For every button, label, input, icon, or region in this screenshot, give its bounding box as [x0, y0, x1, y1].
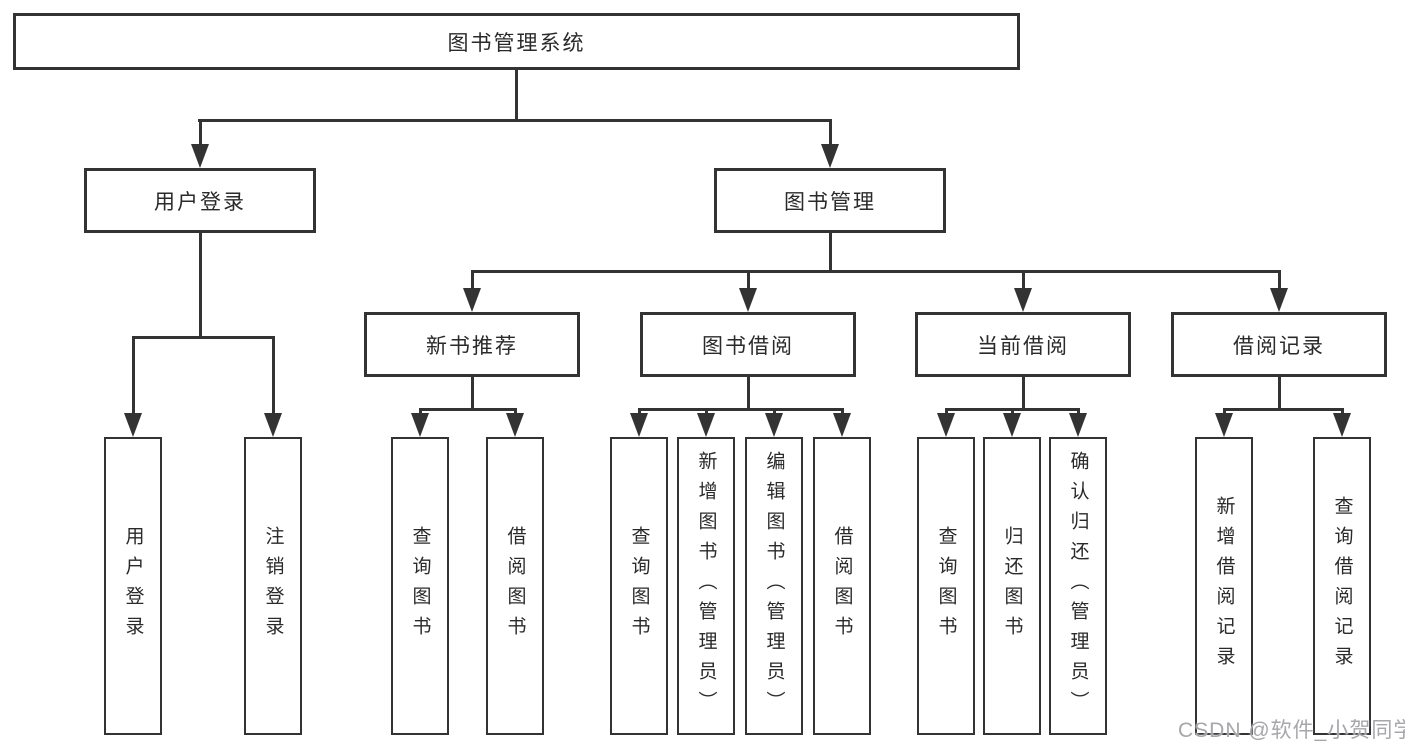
arrow-down-icon	[1003, 413, 1021, 437]
node-book-management: 图书管理	[714, 168, 946, 233]
arrow-down-icon	[630, 413, 648, 437]
arrow-down-icon	[463, 288, 481, 312]
leaf-borrow-books-recommend: 借阅图书	[486, 437, 544, 735]
connector-branch-user-login	[198, 119, 202, 146]
connector-records-hline	[1222, 408, 1344, 411]
connector-login-hline	[131, 336, 275, 339]
leaf-borrow-books-borrowing: 借阅图书	[813, 437, 871, 735]
connector-branch-book-mgmt	[828, 119, 832, 146]
leaf-query-books-recommend: 查询图书	[391, 437, 449, 735]
arrow-down-icon	[1069, 413, 1087, 437]
leaf-return-book-label: 归还图书	[1001, 526, 1023, 646]
connector-branch	[1222, 408, 1226, 415]
connector-records-stem	[1277, 377, 1281, 411]
leaf-add-borrow-record: 新增借阅记录	[1195, 437, 1253, 735]
connector-branch	[944, 408, 948, 415]
leaf-logout-label: 注销登录	[262, 526, 284, 646]
arrow-down-icon	[411, 413, 429, 437]
connector-branch	[637, 408, 641, 415]
leaf-borrow-books-borrowing-label: 借阅图书	[831, 526, 853, 646]
arrow-down-icon	[821, 144, 839, 168]
connector-borrowing-hline	[637, 408, 844, 411]
leaf-query-books-current: 查询图书	[917, 437, 975, 735]
leaf-query-books-recommend-label: 查询图书	[409, 526, 431, 646]
csdn-watermark: CSDN @软件_小贺同学	[1178, 719, 1405, 742]
node-current-borrowing: 当前借阅	[915, 312, 1131, 377]
node-book-borrowing: 图书借阅	[640, 312, 856, 377]
connector-branch	[418, 408, 422, 415]
node-borrowing-records: 借阅记录	[1171, 312, 1387, 377]
arrow-down-icon	[765, 413, 783, 437]
arrow-down-icon	[739, 288, 757, 312]
leaf-logout: 注销登录	[244, 437, 302, 735]
connector-branch	[704, 408, 708, 415]
connector-branch-current	[1021, 270, 1025, 290]
leaf-query-borrow-record: 查询借阅记录	[1313, 437, 1371, 735]
connector-recommend-stem	[470, 377, 474, 411]
connector-branch-leaf-login	[131, 336, 135, 415]
node-book-management-label: 图书管理	[784, 190, 876, 214]
arrow-down-icon	[833, 413, 851, 437]
leaf-return-book: 归还图书	[983, 437, 1041, 735]
node-new-book-recommend-label: 新书推荐	[426, 334, 518, 358]
arrow-down-icon	[264, 413, 282, 437]
connector-branch	[1076, 408, 1080, 415]
node-library-system: 图书管理系统	[13, 13, 1020, 70]
connector-current-stem	[1021, 377, 1025, 411]
node-borrowing-records-label: 借阅记录	[1233, 334, 1325, 358]
node-book-borrowing-label: 图书借阅	[702, 334, 794, 358]
connector-borrowing-stem	[746, 377, 750, 411]
leaf-user-login: 用户登录	[104, 437, 162, 735]
arrow-down-icon	[506, 413, 524, 437]
connector-branch-recommend	[470, 270, 474, 290]
connector-branch-borrowing	[746, 270, 750, 290]
leaf-query-books-borrowing-label: 查询图书	[628, 526, 650, 646]
connector-branch	[513, 408, 517, 415]
leaf-confirm-return-admin: 确认归还（管理员）	[1049, 437, 1107, 735]
leaf-query-borrow-record-label: 查询借阅记录	[1331, 496, 1353, 676]
leaf-query-books-borrowing: 查询图书	[610, 437, 668, 735]
connector-root-stem	[515, 70, 518, 121]
connector-login-stem	[198, 233, 202, 339]
arrow-down-icon	[937, 413, 955, 437]
leaf-edit-book-admin-label: 编辑图书（管理员）	[763, 451, 785, 721]
leaf-edit-book-admin: 编辑图书（管理员）	[745, 437, 803, 735]
connector-branch	[1340, 408, 1344, 415]
connector-branch	[1010, 408, 1014, 415]
arrow-down-icon	[1333, 413, 1351, 437]
connector-recommend-hline	[418, 408, 517, 411]
connector-level3-hline	[470, 270, 1281, 273]
node-current-borrowing-label: 当前借阅	[977, 334, 1069, 358]
connector-branch	[772, 408, 776, 415]
arrow-down-icon	[1215, 413, 1233, 437]
leaf-user-login-label: 用户登录	[122, 526, 144, 646]
leaf-add-book-admin-label: 新增图书（管理员）	[695, 451, 717, 721]
node-new-book-recommend: 新书推荐	[364, 312, 580, 377]
arrow-down-icon	[1014, 288, 1032, 312]
leaf-add-borrow-record-label: 新增借阅记录	[1213, 496, 1235, 676]
arrow-down-icon	[1270, 288, 1288, 312]
connector-branch	[840, 408, 844, 415]
node-user-login-label: 用户登录	[154, 190, 246, 214]
connector-mgmt-stem	[828, 233, 832, 273]
connector-branch-leaf-logout	[271, 336, 275, 415]
node-library-system-label: 图书管理系统	[447, 31, 586, 55]
node-user-login: 用户登录	[84, 168, 316, 233]
leaf-borrow-books-recommend-label: 借阅图书	[504, 526, 526, 646]
arrow-down-icon	[191, 144, 209, 168]
connector-level1-hline	[198, 119, 832, 122]
arrow-down-icon	[697, 413, 715, 437]
leaf-add-book-admin: 新增图书（管理员）	[677, 437, 735, 735]
arrow-down-icon	[124, 413, 142, 437]
leaf-confirm-return-admin-label: 确认归还（管理员）	[1067, 451, 1089, 721]
leaf-query-books-current-label: 查询图书	[935, 526, 957, 646]
connector-branch-records	[1277, 270, 1281, 290]
